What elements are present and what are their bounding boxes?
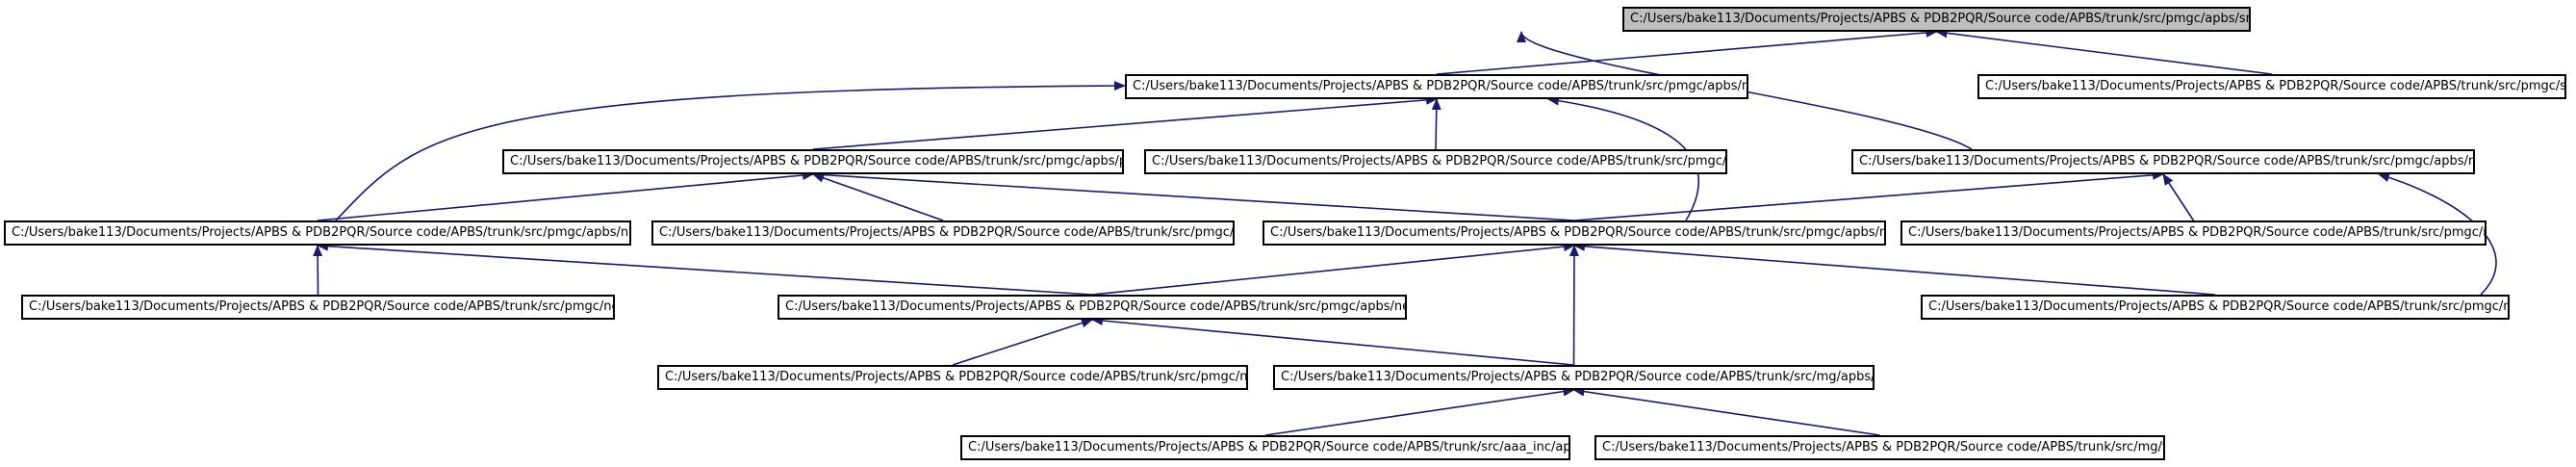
node-smoothd-h: C:/Users/bake113/Documents/Projects/APBS…	[1622, 7, 2251, 32]
edge-newdrvd-h-to-newtond-h	[317, 241, 1093, 296]
node-mgdrvd-c[interactable]: C:/Users/bake113/Documents/Projects/APBS…	[1921, 295, 2510, 320]
edge-mgdrvd-c-to-mgdrvd-h	[1573, 241, 2216, 296]
edge-mgcsd-c-to-mgcsd-h	[1431, 98, 1441, 150]
edge-newtond-h-to-powerd-h	[317, 170, 814, 221]
node-powerd-h[interactable]: C:/Users/bake113/Documents/Projects/APBS…	[502, 149, 1124, 174]
edge-vpmg-h-to-mgdrvd-h	[1569, 245, 1579, 366]
edge-mgfasd-c-to-mgfasd-h	[2162, 173, 2195, 221]
node-mgfasd-h[interactable]: C:/Users/bake113/Documents/Projects/APBS…	[1851, 149, 2475, 174]
node-mgcsd-c[interactable]: C:/Users/bake113/Documents/Projects/APBS…	[1144, 149, 1727, 174]
edge-mgdrvd-h-to-powerd-h	[812, 169, 1575, 221]
edge-newtond-h-to-mgcsd-h	[335, 81, 1126, 221]
node-newdrvd-c[interactable]: C:/Users/bake113/Documents/Projects/APBS…	[657, 365, 1248, 390]
edge-powerd-h-to-mgcsd-h	[812, 94, 1438, 150]
edge-smoothd-c-to-smoothd-h	[1935, 28, 2273, 75]
edge-newdrvd-c-to-newdrvd-h	[952, 318, 1093, 366]
edge-mgcsd-h-to-smoothd-h	[1436, 27, 1938, 75]
node-mgcsd-h[interactable]: C:/Users/bake113/Documents/Projects/APBS…	[1125, 74, 1748, 99]
node-newtond-h[interactable]: C:/Users/bake113/Documents/Projects/APBS…	[4, 221, 631, 246]
node-mgdrvd-h[interactable]: C:/Users/bake113/Documents/Projects/APBS…	[1262, 221, 1886, 246]
edge-newtond-c-to-newtond-h	[313, 245, 323, 296]
edge-vpmg-h-to-newdrvd-h	[1091, 316, 1574, 366]
edge-powerd-c-to-powerd-h	[812, 172, 944, 221]
node-smoothd-c[interactable]: C:/Users/bake113/Documents/Projects/APBS…	[1977, 74, 2566, 99]
node-newtond-c[interactable]: C:/Users/bake113/Documents/Projects/APBS…	[21, 295, 615, 320]
node-apbs-h[interactable]: C:/Users/bake113/Documents/Projects/APBS…	[960, 435, 1570, 460]
node-mgfasd-c[interactable]: C:/Users/bake113/Documents/Projects/APBS…	[1900, 221, 2487, 246]
edge-apbs-h-to-vpmg-h	[1264, 386, 1575, 436]
edge-newdrvd-h-to-mgdrvd-h	[1091, 242, 1575, 296]
node-vpmg-c[interactable]: C:/Users/bake113/Documents/Projects/APBS…	[1594, 435, 2165, 460]
node-newdrvd-h[interactable]: C:/Users/bake113/Documents/Projects/APBS…	[778, 295, 1407, 320]
node-powerd-c[interactable]: C:/Users/bake113/Documents/Projects/APBS…	[651, 221, 1235, 246]
node-vpmg-h[interactable]: C:/Users/bake113/Documents/Projects/APBS…	[1273, 365, 1875, 390]
edge-vpmg-c-to-vpmg-h	[1572, 386, 1880, 436]
edge-mgdrvd-h-to-mgfasd-h	[1573, 169, 2164, 221]
